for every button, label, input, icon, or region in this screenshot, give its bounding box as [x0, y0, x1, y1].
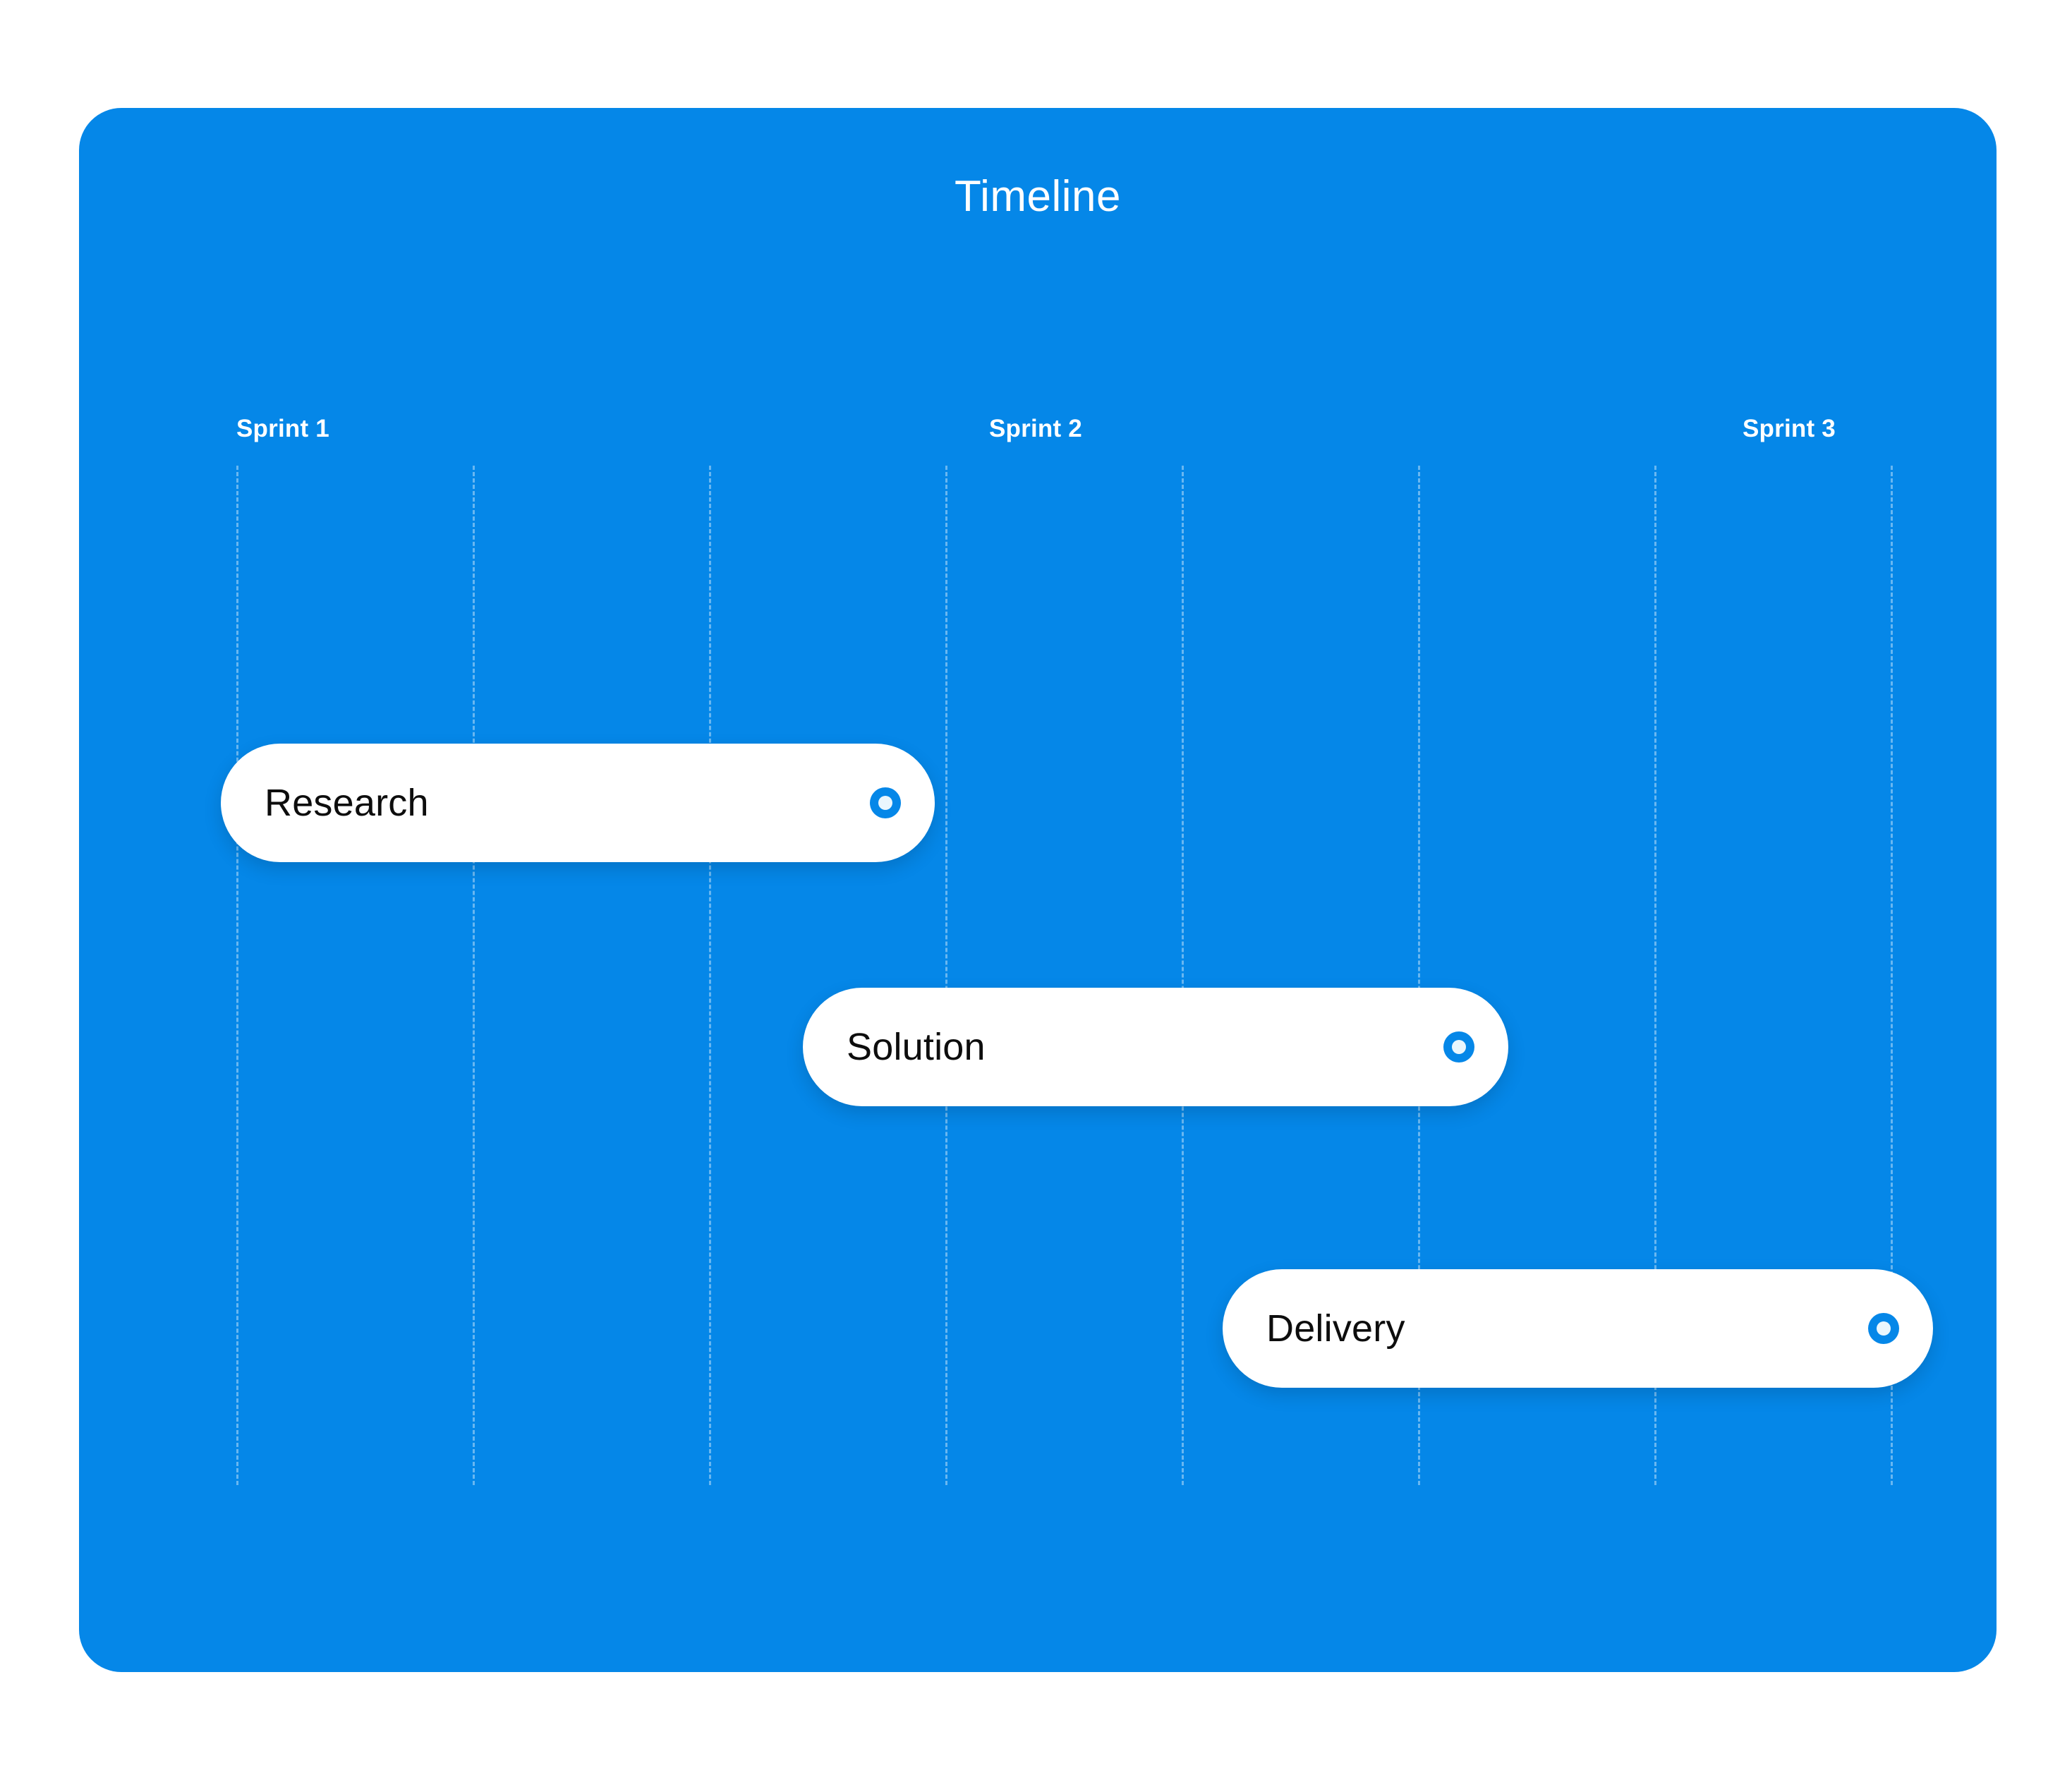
- ring-marker-core-icon: [878, 796, 892, 810]
- task-bar-label: Delivery: [1266, 1307, 1405, 1350]
- task-bar[interactable]: Delivery: [1223, 1269, 1933, 1388]
- page-title: Timeline: [955, 172, 1121, 221]
- task-bar-label: Research: [265, 782, 429, 824]
- task-bar-label: Solution: [847, 1026, 986, 1068]
- ring-marker-icon[interactable]: [870, 787, 901, 818]
- task-bar[interactable]: Research: [221, 744, 935, 862]
- ring-marker-core-icon: [1452, 1040, 1466, 1054]
- task-bar[interactable]: Solution: [803, 988, 1508, 1106]
- ring-marker-core-icon: [1877, 1321, 1891, 1336]
- ring-marker-icon[interactable]: [1868, 1313, 1899, 1344]
- ring-marker-icon[interactable]: [1443, 1031, 1474, 1063]
